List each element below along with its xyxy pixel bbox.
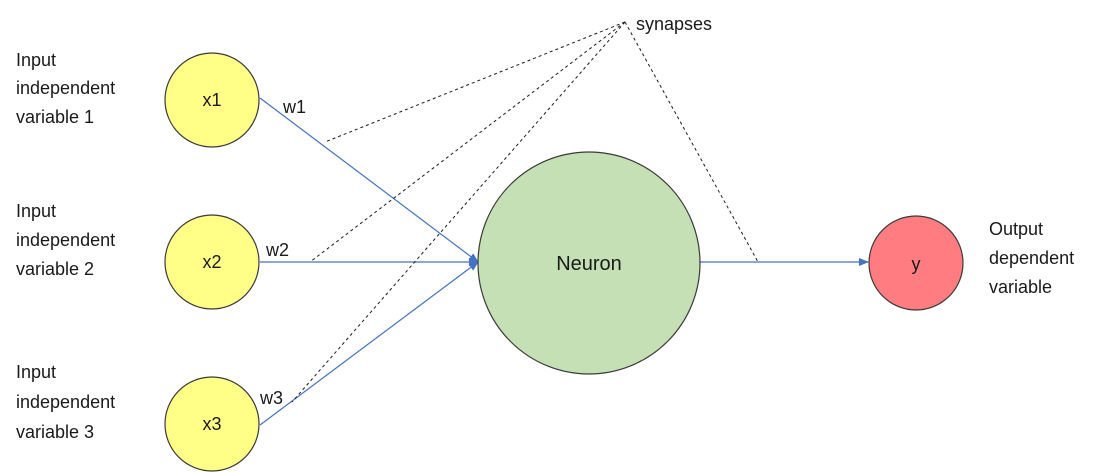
synapse-pointer-w3 [291, 21, 626, 403]
weight-label-w1: w1 [282, 97, 306, 117]
synapse-pointer-w1 [324, 21, 626, 143]
input-node-x1-label: x1 [202, 90, 221, 110]
synapses-label: synapses [636, 14, 712, 34]
neuron-label: Neuron [556, 253, 622, 275]
connection-x1-neuron [259, 97, 479, 263]
synapse-pointer-w2 [309, 21, 626, 263]
input-node-x2-label: x2 [202, 252, 221, 272]
weight-label-w2: w2 [265, 240, 289, 260]
input-node-x3 [164, 376, 260, 472]
input-node-x1 [164, 52, 260, 148]
synapse-pointer-output [624, 21, 759, 263]
output-node-y-label: y [912, 254, 921, 274]
output-label: Output dependent variable [989, 219, 1079, 297]
connection-x3-neuron [259, 261, 479, 426]
input-node-x3-label: x3 [202, 414, 221, 434]
neuron-node [477, 151, 701, 375]
weight-label-w3: w3 [259, 388, 283, 408]
input-label-1: Input independent variable 1 [16, 50, 120, 127]
input-label-3: Input independent variable 3 [16, 362, 120, 442]
input-label-2: Input independent variable 2 [16, 201, 120, 279]
output-node-y [868, 215, 964, 311]
input-node-x2 [164, 214, 260, 310]
